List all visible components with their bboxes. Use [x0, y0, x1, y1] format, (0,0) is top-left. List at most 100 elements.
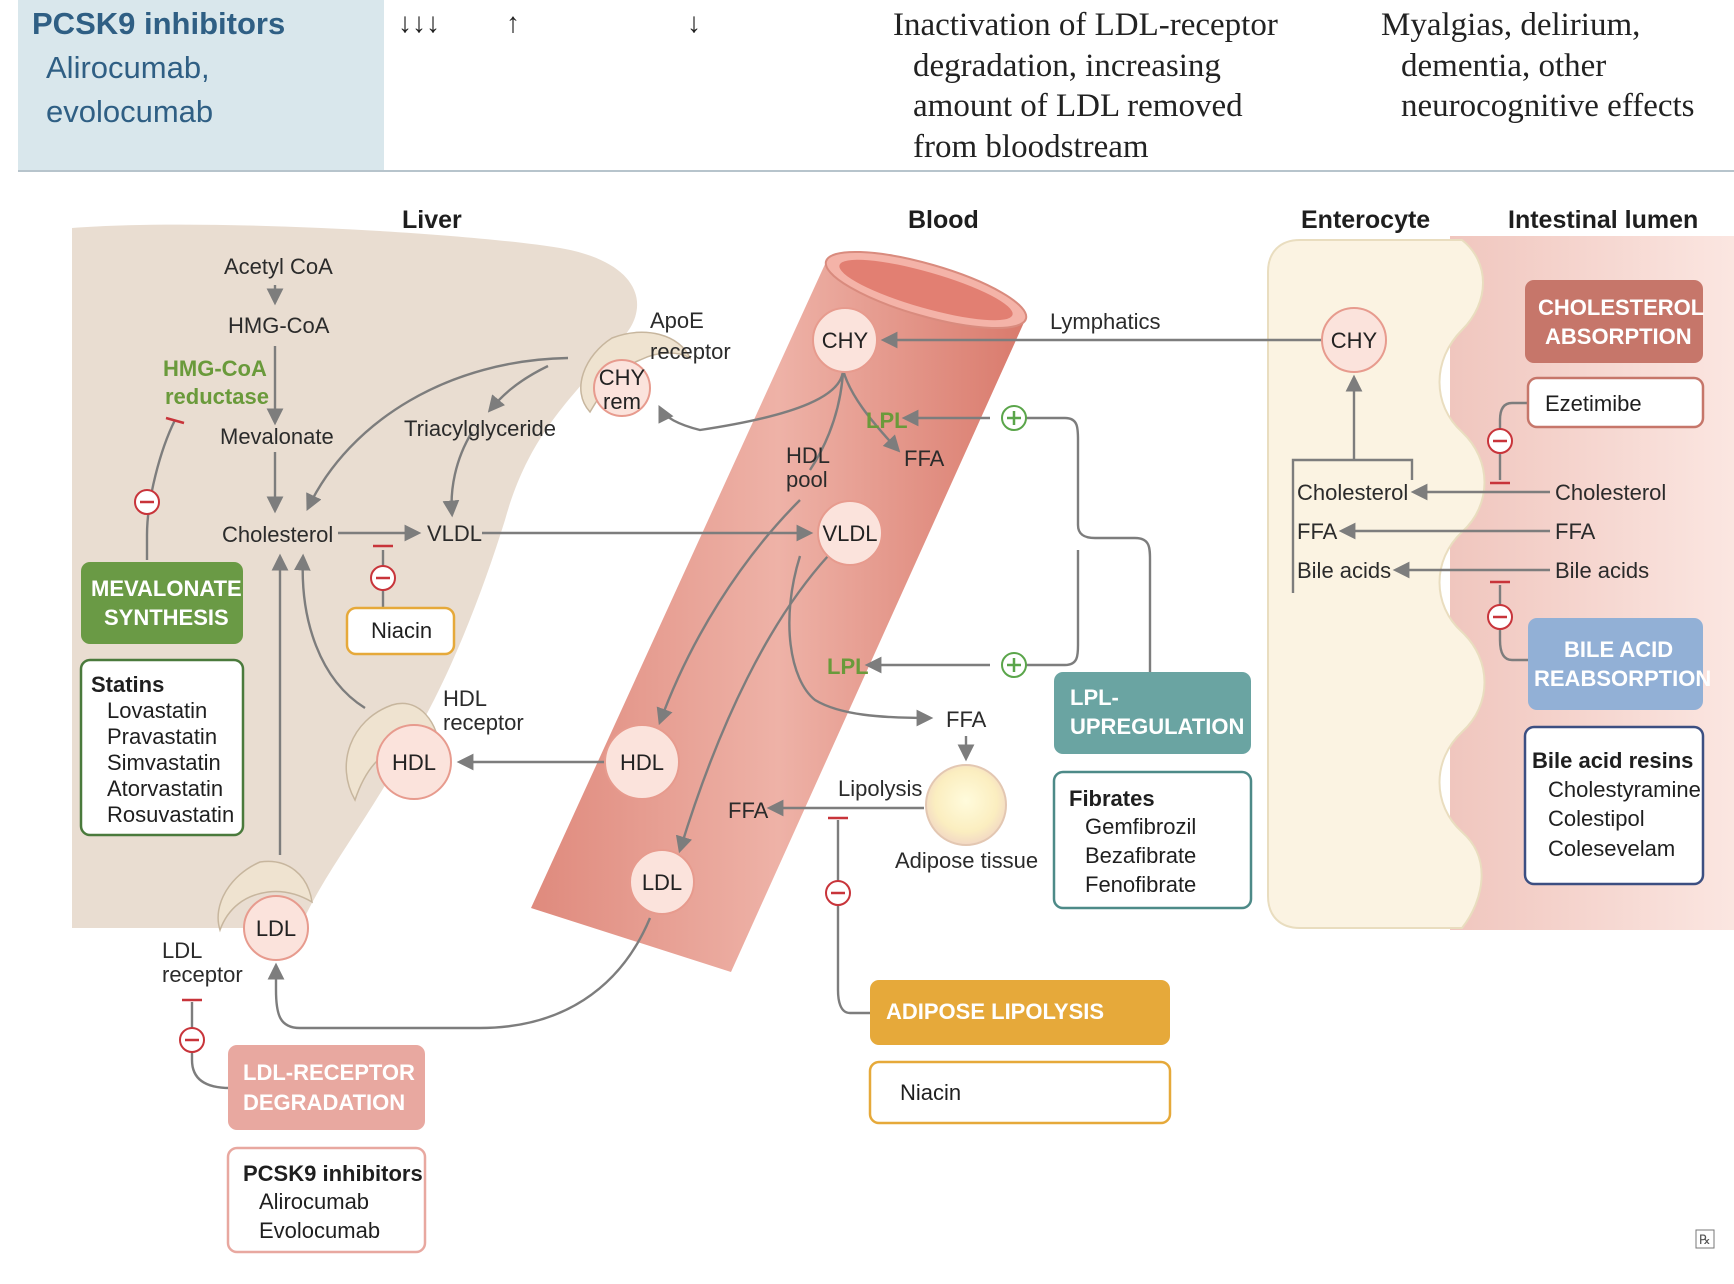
statins-box: Statins Lovastatin Pravastatin Simvastat…: [79, 658, 245, 837]
lpl-title-2: UPREGULATION: [1070, 714, 1244, 739]
cholesterol-absorption-box: CHOLESTEROL ABSORPTION: [1525, 280, 1704, 363]
vessel-lumen: [839, 259, 1013, 321]
adverse-line-2: dementia, other: [1401, 48, 1606, 84]
resins-title: Bile acid resins: [1532, 748, 1693, 773]
fibrate-2: Bezafibrate: [1085, 843, 1196, 868]
hdl-effect: ↑: [506, 7, 520, 38]
resin-3: Colesevelam: [1548, 836, 1675, 861]
triacylglyceride: Triacylglyceride: [404, 416, 556, 441]
hmg-coa-reductase-2: reductase: [165, 384, 269, 409]
adipose-lipolysis-title: ADIPOSE LIPOLYSIS: [886, 999, 1104, 1024]
ffa-lumen: FFA: [1555, 519, 1596, 544]
ldl-receptor-2: receptor: [162, 962, 243, 987]
chy-enterocyte: CHY: [1321, 307, 1387, 373]
minus-circle-icon: [1487, 604, 1513, 630]
ldlr-title-1: LDL-RECEPTOR: [243, 1060, 415, 1085]
adipose-tissue: [925, 764, 1007, 846]
ffa-mid: FFA: [946, 707, 987, 732]
hmg-coa: HMG-CoA: [228, 313, 330, 338]
statin-2: Pravastatin: [107, 724, 217, 749]
lpl-top: LPL: [866, 408, 908, 433]
drug-names-line-1: Alirocumab,: [46, 50, 210, 85]
column-enterocyte: Enterocyte: [1301, 206, 1430, 234]
ldl-liver: LDL: [243, 895, 309, 961]
column-intestinal-lumen: Intestinal lumen: [1508, 206, 1698, 234]
chy-blood: CHY: [812, 307, 878, 373]
rx-icon: ℞: [1695, 1229, 1715, 1249]
lymphatics: Lymphatics: [1050, 309, 1160, 334]
acetyl-coa: Acetyl CoA: [224, 254, 333, 279]
column-liver: Liver: [402, 206, 462, 234]
adipose-lipolysis-box: ADIPOSE LIPOLYSIS: [870, 980, 1170, 1045]
drug-class-title: PCSK9 inhibitors: [32, 6, 285, 41]
niacin-adipose-box: Niacin: [868, 1060, 1172, 1125]
apoe-receptor-1: ApoE: [650, 308, 704, 333]
mevalonate-title-2: SYNTHESIS: [104, 605, 229, 630]
bile-acid-reabsorption-box: BILE ACID REABSORPTION: [1528, 618, 1711, 710]
adverse-line-1: Myalgias, delirium,: [1381, 7, 1640, 43]
drug-names-line-2: evolocumab: [46, 94, 213, 129]
drug-class-cell: [18, 0, 384, 170]
statin-1: Lovastatin: [107, 698, 207, 723]
bile-acid-resins-box: Bile acid resins Cholestyramine Colestip…: [1523, 725, 1705, 886]
statin-3: Simvastatin: [107, 750, 221, 775]
chy-blood-label: CHY: [822, 328, 869, 353]
cholesterol-lumen: Cholesterol: [1555, 480, 1666, 505]
niacin-liver-box: Niacin: [345, 606, 456, 656]
ffa-enterocyte: FFA: [1297, 519, 1338, 544]
pcsk9-drug-2: Evolocumab: [259, 1218, 380, 1243]
vldl-blood-label: VLDL: [822, 521, 877, 546]
minus-circle-icon: [1487, 428, 1513, 454]
bile-reabs-title-1: BILE ACID: [1564, 637, 1673, 662]
plus-circle-icon: [1001, 652, 1027, 678]
mechanism-line-3: amount of LDL removed: [913, 88, 1243, 124]
mechanism-line-1: Inactivation of LDL-receptor: [893, 7, 1278, 43]
adipose-tissue-label: Adipose tissue: [895, 848, 1038, 873]
ldl-liver-label: LDL: [256, 916, 296, 941]
plus-circle-icon: [1001, 405, 1027, 431]
lpl-upregulation-box: LPL- UPREGULATION: [1054, 672, 1251, 754]
column-blood: Blood: [908, 206, 979, 234]
minus-circle-icon: [179, 1027, 205, 1053]
enterocyte-shape: [1267, 239, 1486, 929]
resin-1: Cholestyramine: [1548, 777, 1701, 802]
chy-enterocyte-label: CHY: [1331, 328, 1378, 353]
ffa-top: FFA: [904, 446, 945, 471]
hdl-liver-label: HDL: [392, 750, 436, 775]
bile-acids-lumen: Bile acids: [1555, 558, 1649, 583]
mechanism-line-2: degradation, increasing: [913, 48, 1221, 84]
ldlr-title-2: DEGRADATION: [243, 1090, 405, 1115]
ezetimibe: Ezetimibe: [1545, 391, 1642, 416]
mevalonate-title-1: MEVALONATE: [91, 576, 242, 601]
hdl-receptor-2: receptor: [443, 710, 524, 735]
ldl-receptor: [217, 860, 313, 933]
pcsk9-title: PCSK9 inhibitors: [243, 1161, 423, 1186]
pcsk9-drug-1: Alirocumab: [259, 1189, 369, 1214]
vldl-blood: VLDL: [817, 500, 883, 566]
niacin-liver: Niacin: [371, 618, 432, 643]
resin-2: Colestipol: [1548, 806, 1645, 831]
apoe-receptor: [580, 331, 692, 414]
minus-circle-icon: [370, 565, 396, 591]
pathway-arrows: [266, 285, 1550, 1030]
pcsk9-box: PCSK9 inhibitors Alirocumab Evolocumab: [226, 1146, 427, 1254]
cholesterol-liver: Cholesterol: [222, 522, 333, 547]
fibrates-title: Fibrates: [1069, 786, 1155, 811]
ldl-receptor-1: LDL: [162, 938, 202, 963]
ezetimibe-box: Ezetimibe: [1526, 376, 1705, 429]
ffa-left: FFA: [728, 798, 769, 823]
cholesterol-enterocyte: Cholesterol: [1297, 480, 1408, 505]
chy-rem-line-1: CHY: [599, 365, 646, 390]
drug-table-row: PCSK9 inhibitors Alirocumab, evolocumab …: [18, 0, 1734, 172]
fibrate-3: Fenofibrate: [1085, 872, 1196, 897]
hdl-receptor-1: HDL: [443, 686, 487, 711]
minus-circle-icon: [134, 489, 160, 515]
hmg-coa-reductase-1: HMG-CoA: [163, 356, 267, 381]
vldl-liver: VLDL: [427, 521, 482, 546]
minus-circle-icon: [825, 880, 851, 906]
bile-acids-enterocyte: Bile acids: [1297, 558, 1391, 583]
chol-abs-title-2: ABSORPTION: [1545, 324, 1692, 349]
ldl-blood: LDL: [629, 849, 695, 915]
chy-remnant: CHY rem: [593, 359, 651, 417]
